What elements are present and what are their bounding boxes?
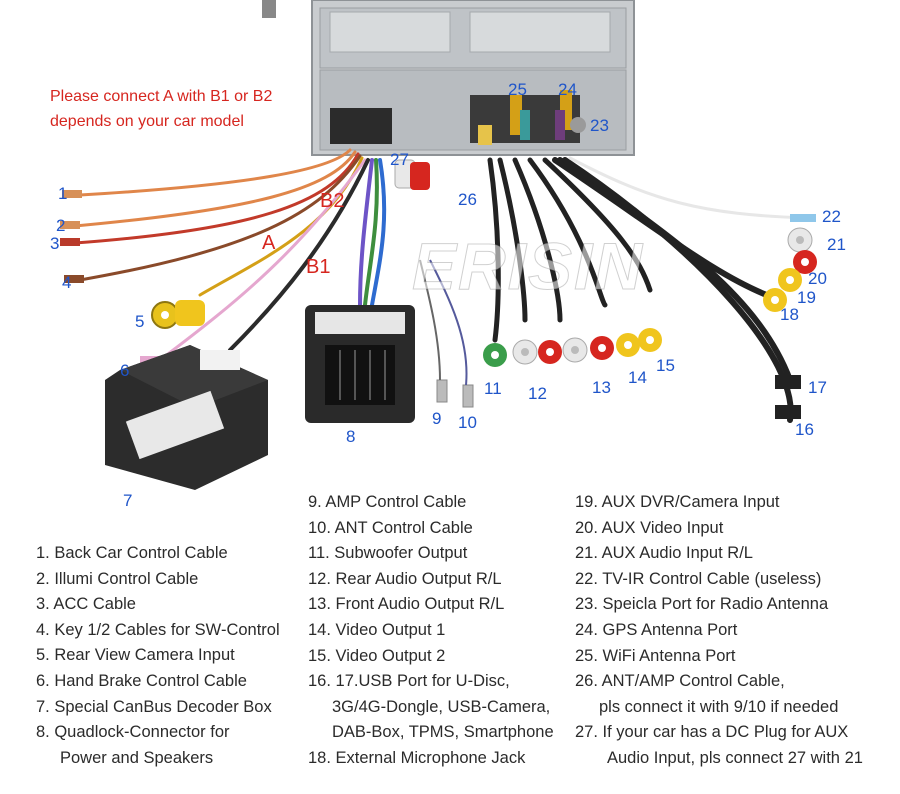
legend-item: 20. AUX Video Input [575,518,724,537]
callout-26: 26 [458,190,477,209]
antenna-connectors [478,90,586,145]
legend-item: 14. Video Output 1 [308,620,446,639]
usb-ports [775,375,801,419]
right-cable-bundle [487,156,812,423]
callout-20: 20 [808,269,827,288]
legend-item: 12. Rear Audio Output R/L [308,569,502,588]
legend-item-continued: Power and Speakers [60,748,214,767]
callout-10: 10 [458,413,477,432]
rear-camera-rca [151,300,205,329]
legend-item: 21. AUX Audio Input R/L [575,544,753,563]
rca-plugs-output [483,328,662,367]
callout-17: 17 [808,378,827,397]
legend-column-1: 1. Back Car Control Cable 2. Illumi Cont… [36,541,280,771]
legend-item: 8. Quadlock-Connector for [36,723,230,742]
legend-item: 4. Key 1/2 Cables for SW-Control [36,620,280,639]
legend-item: 2. Illumi Control Cable [36,569,199,588]
callout-9: 9 [432,409,442,428]
callout-16: 16 [795,420,814,439]
callout-19: 19 [797,288,816,307]
legend-item: 23. Speicla Port for Radio Antenna [575,595,829,614]
aux-dc-plug [394,159,430,190]
legend-item: 7. Special CanBus Decoder Box [36,697,272,716]
callout-27: 27 [390,150,409,169]
legend-item: 11. Subwoofer Output [308,544,468,563]
canbus-decoder [105,345,268,490]
legend-item: 26. ANT/AMP Control Cable, [575,672,785,691]
amp-ant-connectors [419,259,474,408]
note-line-2: depends on your car model [50,113,244,130]
callout-7: 7 [123,491,133,510]
note-line-1: Please connect A with B1 or B2 [50,88,273,105]
callout-25: 25 [508,80,527,99]
callout-12: 12 [528,384,547,403]
callout-6: 6 [120,361,130,380]
wiring-diagram [60,0,817,490]
callout-b1: B1 [306,256,331,278]
callout-23: 23 [590,116,609,135]
legend-item: 6. Hand Brake Control Cable [36,671,247,690]
callout-4: 4 [62,273,72,292]
legend-item: 15. Video Output 2 [308,646,446,665]
legend-item: 19. AUX DVR/Camera Input [575,493,780,511]
callout-24: 24 [558,80,577,99]
quadlock-connector [305,305,415,423]
rca-plugs-aux [763,214,817,312]
callout-22: 22 [822,207,841,226]
callout-5: 5 [135,312,145,331]
legend-item: 24. GPS Antenna Port [575,620,738,639]
legend-item: 3. ACC Cable [36,595,136,614]
legend-item-continued: Audio Input, pls connect 27 with 21 [607,748,863,767]
legend-item: 27. If your car has a DC Plug for AUX [575,723,849,742]
callout-a: A [262,232,276,254]
legend-column-2: 9. AMP Control Cable 10. ANT Control Cab… [308,490,554,772]
legend-item: 16. 17.USB Port for U-Disc, [308,672,510,691]
callout-8: 8 [346,427,356,446]
legend-item: 5. Rear View Camera Input [36,646,235,665]
callout-2: 2 [56,216,66,235]
legend-item-continued: pls connect it with 9/10 if needed [599,697,839,716]
legend-item-continued: DAB-Box, TPMS, Smartphone [332,723,554,742]
callout-21: 21 [827,235,846,254]
legend-item: 1. Back Car Control Cable [36,544,228,562]
callout-3: 3 [50,234,60,253]
callout-b2: B2 [320,190,345,212]
callout-14: 14 [628,368,647,387]
legend-item-continued: 3G/4G-Dongle, USB-Camera, [332,697,551,716]
wire-ends [60,190,162,364]
legend-item: 13. Front Audio Output R/L [308,595,505,614]
callout-15: 15 [656,356,675,375]
legend-item: 9. AMP Control Cable [308,493,467,511]
callout-18: 18 [780,305,799,324]
callout-1: 1 [58,184,68,203]
left-cable-bundle [73,148,387,362]
callout-13: 13 [592,378,611,397]
legend-item: 22. TV-IR Control Cable (useless) [575,569,822,588]
head-unit [262,0,635,156]
connection-note: Please connect A with B1 or B2 depends o… [50,84,272,134]
legend-column-3: 19. AUX DVR/Camera Input 20. AUX Video I… [575,490,863,772]
legend-item: 25. WiFi Antenna Port [575,646,736,665]
watermark: ERISIN [411,229,645,304]
legend-item: 10. ANT Control Cable [308,518,473,537]
callout-11: 11 [484,379,502,398]
legend-item: 18. External Microphone Jack [308,748,526,767]
